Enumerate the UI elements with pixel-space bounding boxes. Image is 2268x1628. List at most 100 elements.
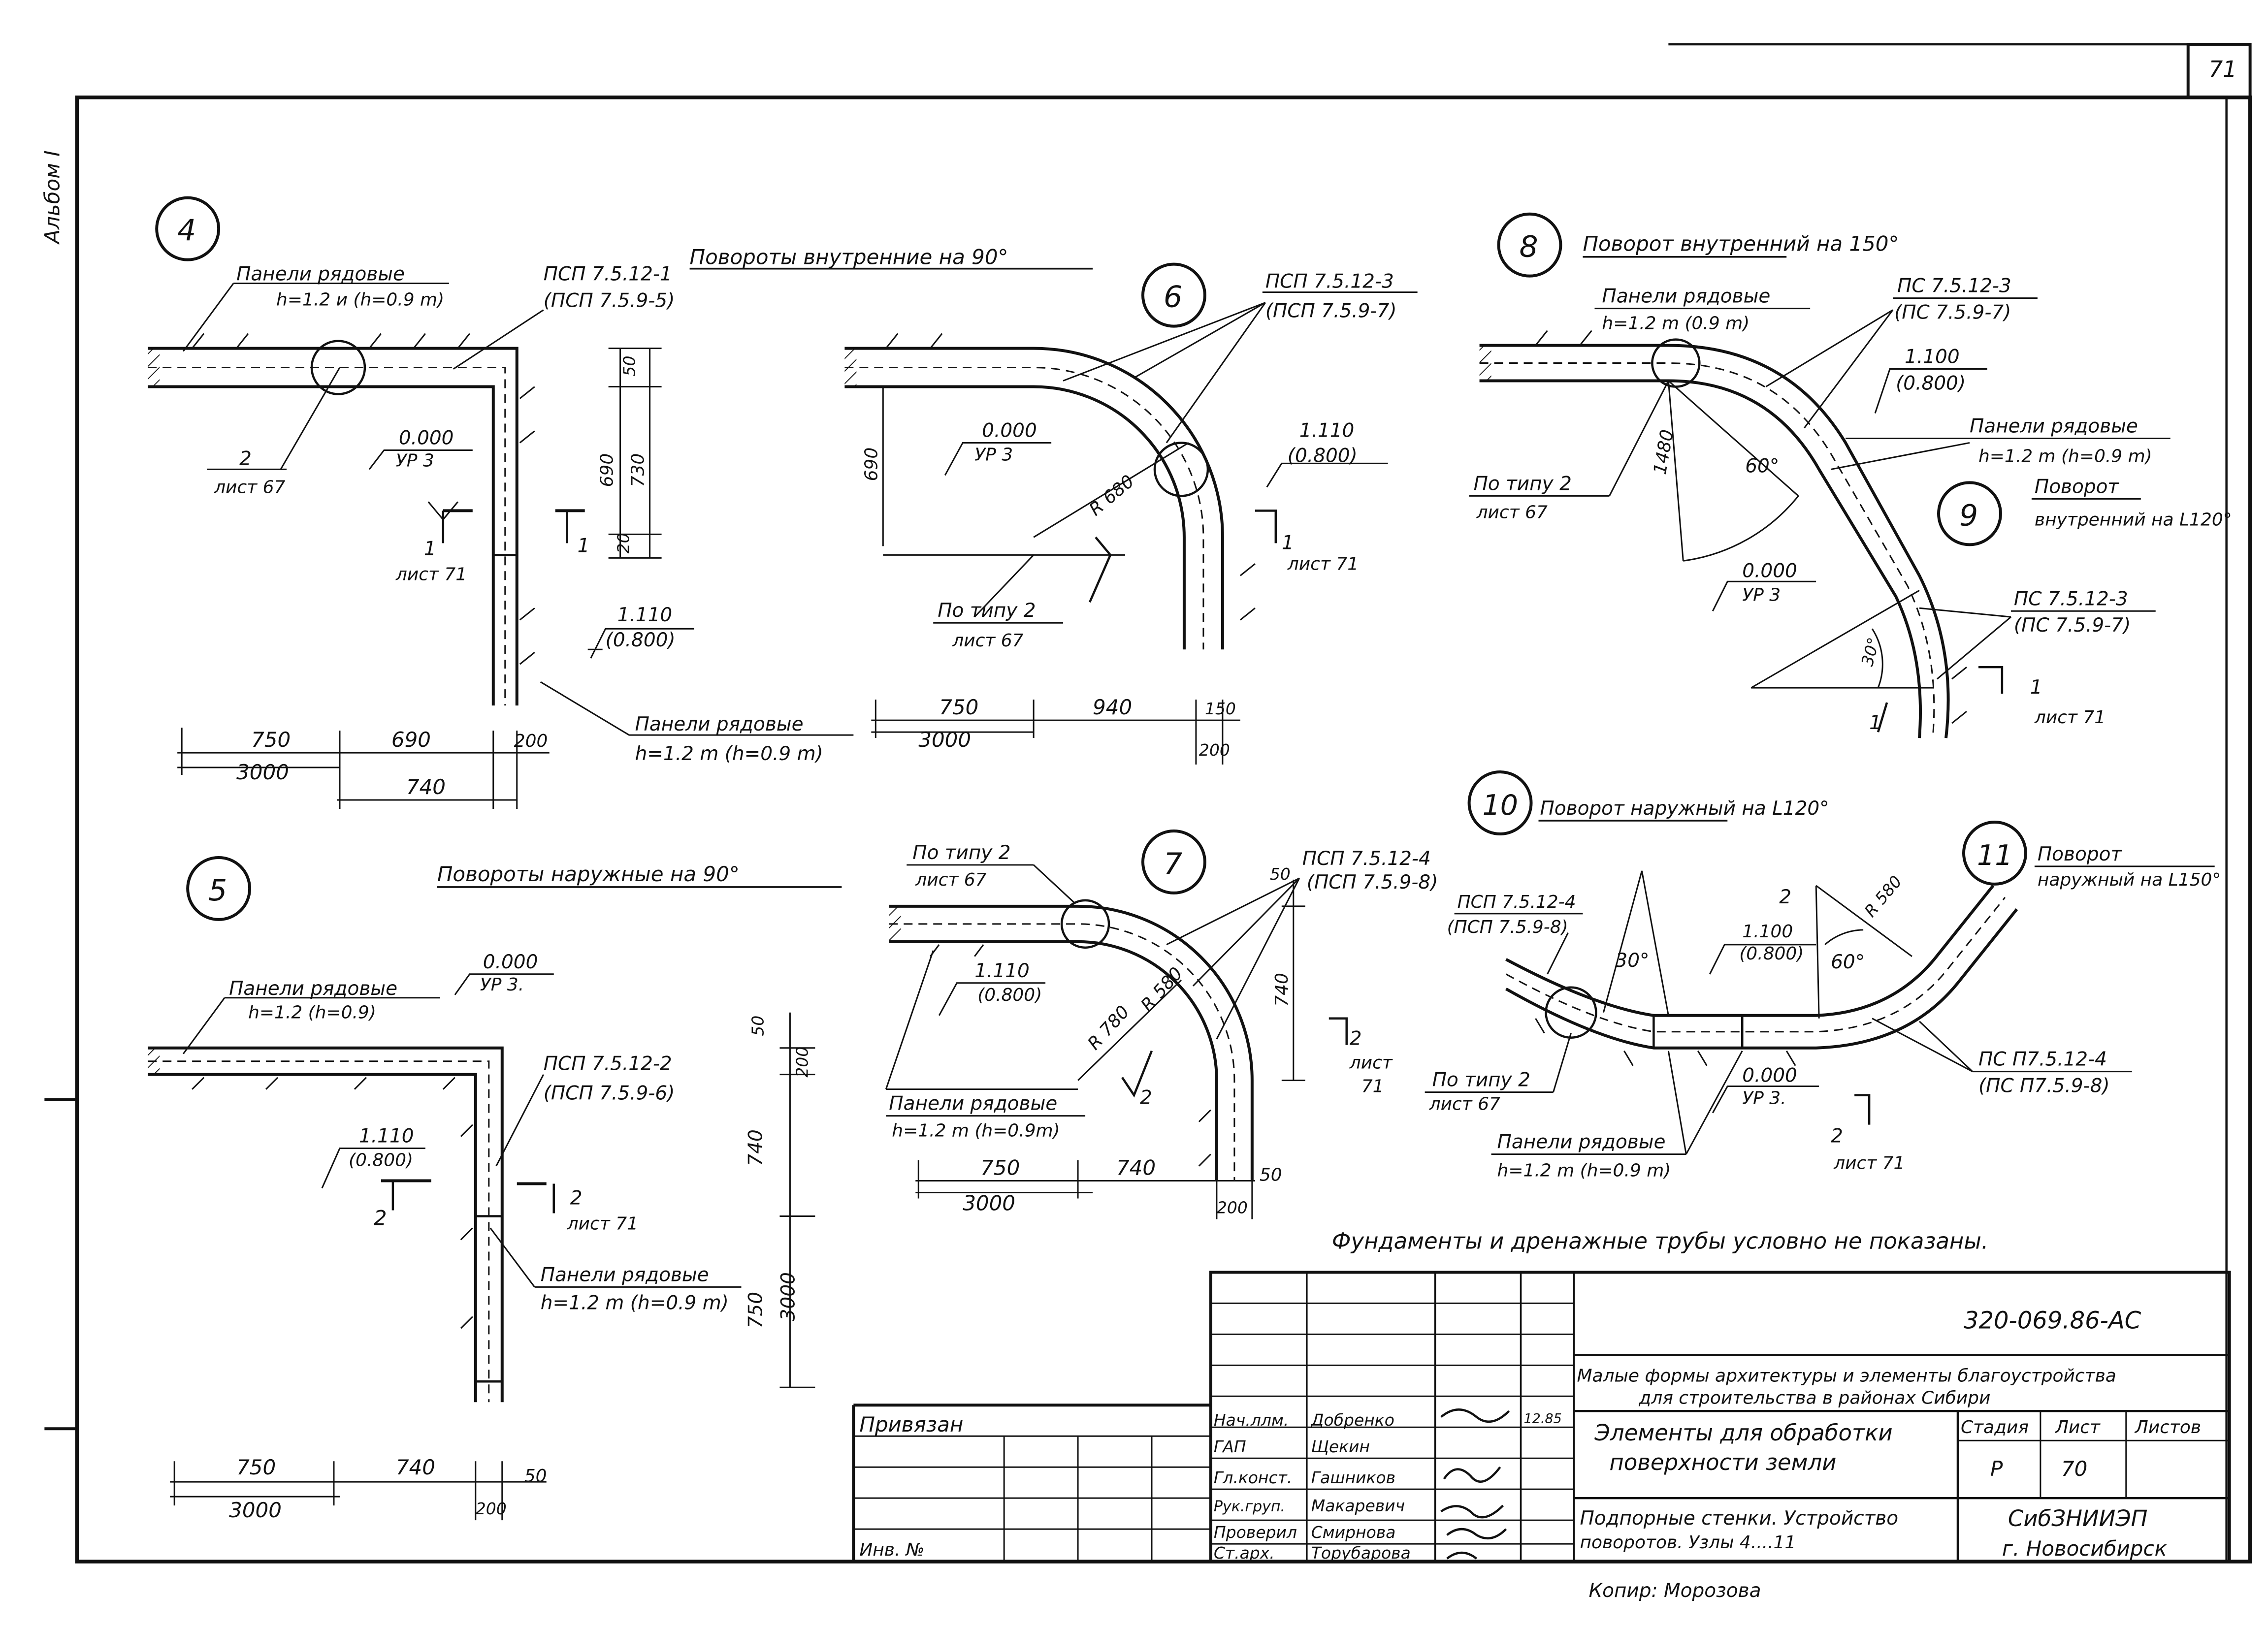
- node-9-psp-alt: (ПС 7.5.9-7): [2014, 614, 2131, 637]
- node-11-angle: 60°: [1831, 951, 1865, 973]
- node-8-panel: Панели рядовые: [1602, 286, 1770, 308]
- node-4: 4 Повороты внутренние на 90° Панели рядо…: [148, 196, 1093, 809]
- node-4-ref-sheet: лист 67: [214, 477, 285, 497]
- node-6-dim-150: 150: [1205, 699, 1236, 718]
- node-8-level-2: 0.000: [1742, 560, 1797, 582]
- node-7-psp: ПСП 7.5.12-4: [1302, 848, 1431, 870]
- node-10-level: 1.100: [1742, 922, 1793, 942]
- node-10-ref-1: По типу 2: [1432, 1069, 1530, 1091]
- node-10-psp: ПСП 7.5.12-4: [1458, 892, 1576, 912]
- node-6-dim-690: 690: [861, 447, 881, 481]
- node-5-dim-740v: 740: [745, 1129, 767, 1166]
- corner-number: 71: [2209, 56, 2237, 82]
- node-4-level-mark: УР 3: [396, 450, 434, 471]
- project-title-1: Малые формы архитектуры и элементы благо…: [1577, 1366, 2116, 1386]
- staff-name: Щекин: [1311, 1437, 1370, 1456]
- node-11-radius: R 580: [1860, 872, 1906, 921]
- node-5-marker: [186, 856, 252, 921]
- node-10-number: 10: [1483, 789, 1518, 822]
- node-9-title-1: Поворот: [2035, 476, 2120, 498]
- node-7-dim-50: 50: [1260, 1165, 1282, 1185]
- node-11-title-1: Поворот: [2038, 843, 2123, 865]
- node-10-cut-number: 2: [1831, 1125, 1843, 1148]
- copy-label: Копир: Морозова: [1588, 1580, 1761, 1602]
- node-4-dim-690v: 690: [597, 453, 617, 487]
- node-8-angle: 60°: [1745, 455, 1779, 477]
- node-10-angle: 30°: [1615, 950, 1649, 972]
- node-7-panel-height: h=1.2 m (h=0.9m): [892, 1121, 1060, 1141]
- signatures: [1440, 1408, 1510, 1560]
- node-4-panel-height: h=1.2 и (h=0.9 m): [276, 290, 444, 310]
- node-9-number: 9: [1959, 498, 1978, 533]
- node-6-level: 0.000: [982, 419, 1037, 442]
- node-4-number: 4: [177, 214, 196, 248]
- sheet-frame: [44, 42, 2252, 1564]
- node-5-psp: ПСП 7.5.12-2: [544, 1053, 672, 1075]
- staff-role: Нач.ллм.: [1214, 1410, 1289, 1430]
- header-stage: Стадия: [1961, 1417, 2029, 1437]
- node-5-wall: [148, 1046, 504, 1403]
- node-10-11-wall: [1505, 885, 2018, 1066]
- node-7-dim-750: 750: [980, 1156, 1020, 1180]
- organization-name: СибЗНИИЭП: [2008, 1505, 2147, 1532]
- node-10-title: Поворот наружный на L120°: [1540, 798, 1829, 820]
- node-6-ref-2: лист 67: [952, 631, 1023, 651]
- node-5-title: Повороты наружные на 90°: [437, 862, 740, 886]
- node-6-psp: ПСП 7.5.12-3: [1265, 271, 1394, 293]
- node-5-dim-3000: 3000: [229, 1498, 282, 1522]
- node-4-dim-750: 750: [251, 728, 291, 752]
- sheet-title-1: Элементы для обработки: [1594, 1420, 1892, 1446]
- node-4-title: Повороты внутренние на 90°: [690, 245, 1008, 269]
- node-4-dim-20v: 20: [614, 533, 633, 553]
- node-6-dim-3000: 3000: [918, 728, 971, 752]
- node-5-level: 0.000: [483, 951, 538, 973]
- node-6-psp-alt: (ПСП 7.5.9-7): [1265, 300, 1397, 322]
- node-8-marker: [1497, 212, 1562, 278]
- node-9-cut-sheet: лист 71: [2034, 707, 2106, 728]
- staff-name: Макаревич: [1311, 1496, 1405, 1515]
- node-6-number: 6: [1164, 280, 1182, 315]
- node-5-panel: Панели рядовые: [229, 978, 397, 1000]
- node-10-cut-sheet: лист 71: [1833, 1153, 1905, 1174]
- staff-role: Гл.конст.: [1214, 1468, 1292, 1487]
- node-11-title-2: наружный на L150°: [2038, 870, 2221, 890]
- node-5-dim-3000v: 3000: [777, 1272, 799, 1321]
- node-5-dim-750: 750: [236, 1455, 276, 1479]
- node-7-cut-number: 2: [1350, 1028, 1362, 1050]
- drawing-title-1: Подпорные стенки. Устройство: [1580, 1507, 1898, 1530]
- node-7-level-2: 1.110: [974, 960, 1030, 982]
- node-6-cut-sheet: лист 71: [1287, 554, 1359, 574]
- node-6-level-2: 1.110: [1299, 419, 1355, 442]
- node-5-dim-750v: 750: [745, 1292, 767, 1328]
- node-4-cut-number-right: 1: [578, 535, 590, 557]
- bound-label: Привязан: [859, 1412, 963, 1436]
- node-10-level-alt: (0.800): [1739, 944, 1804, 964]
- node-4-marker: [155, 196, 221, 261]
- node-5-psp-alt: (ПСП 7.5.9-6): [544, 1083, 675, 1105]
- node-10-level-2-mark: УР 3.: [1742, 1088, 1786, 1109]
- node-8-level-2-mark: УР 3: [1742, 585, 1781, 605]
- node-7-number: 7: [1164, 847, 1182, 881]
- node-7-ref-1: По типу 2: [912, 842, 1010, 864]
- node-7-dim-3000: 3000: [963, 1191, 1015, 1215]
- node-7-dim-740: 740: [1116, 1156, 1156, 1180]
- node-8-panel-height: h=1.2 m (0.9 m): [1602, 314, 1750, 334]
- node-8-level-alt: (0.800): [1896, 373, 1966, 395]
- header-sheet: Лист: [2054, 1417, 2101, 1437]
- node-4-ref-number: 2: [239, 447, 252, 470]
- node-6-level-mark: УР 3: [974, 445, 1013, 465]
- node-10-level-2: 0.000: [1742, 1065, 1797, 1087]
- node-8-title: Поворот внутренний на 150°: [1583, 232, 1899, 256]
- staff-name: Добренко: [1310, 1410, 1394, 1430]
- node-5-dim-200h: 200: [476, 1499, 507, 1518]
- node-9-cut-left: 1: [1869, 712, 1881, 734]
- header-sheets: Листов: [2134, 1417, 2201, 1437]
- node-4-dim-730v: 730: [628, 453, 648, 487]
- node-7-cut-sheet: лист: [1349, 1053, 1393, 1073]
- node-7-wall: [889, 899, 1254, 1181]
- node-11-psp: ПС П7.5.12-4: [1978, 1049, 2107, 1071]
- title-block: [852, 1271, 2231, 1564]
- staff-role: ГАП: [1214, 1437, 1246, 1456]
- node-5-cut-left: 2: [374, 1206, 387, 1230]
- node-9-angle: 30°: [1857, 636, 1883, 669]
